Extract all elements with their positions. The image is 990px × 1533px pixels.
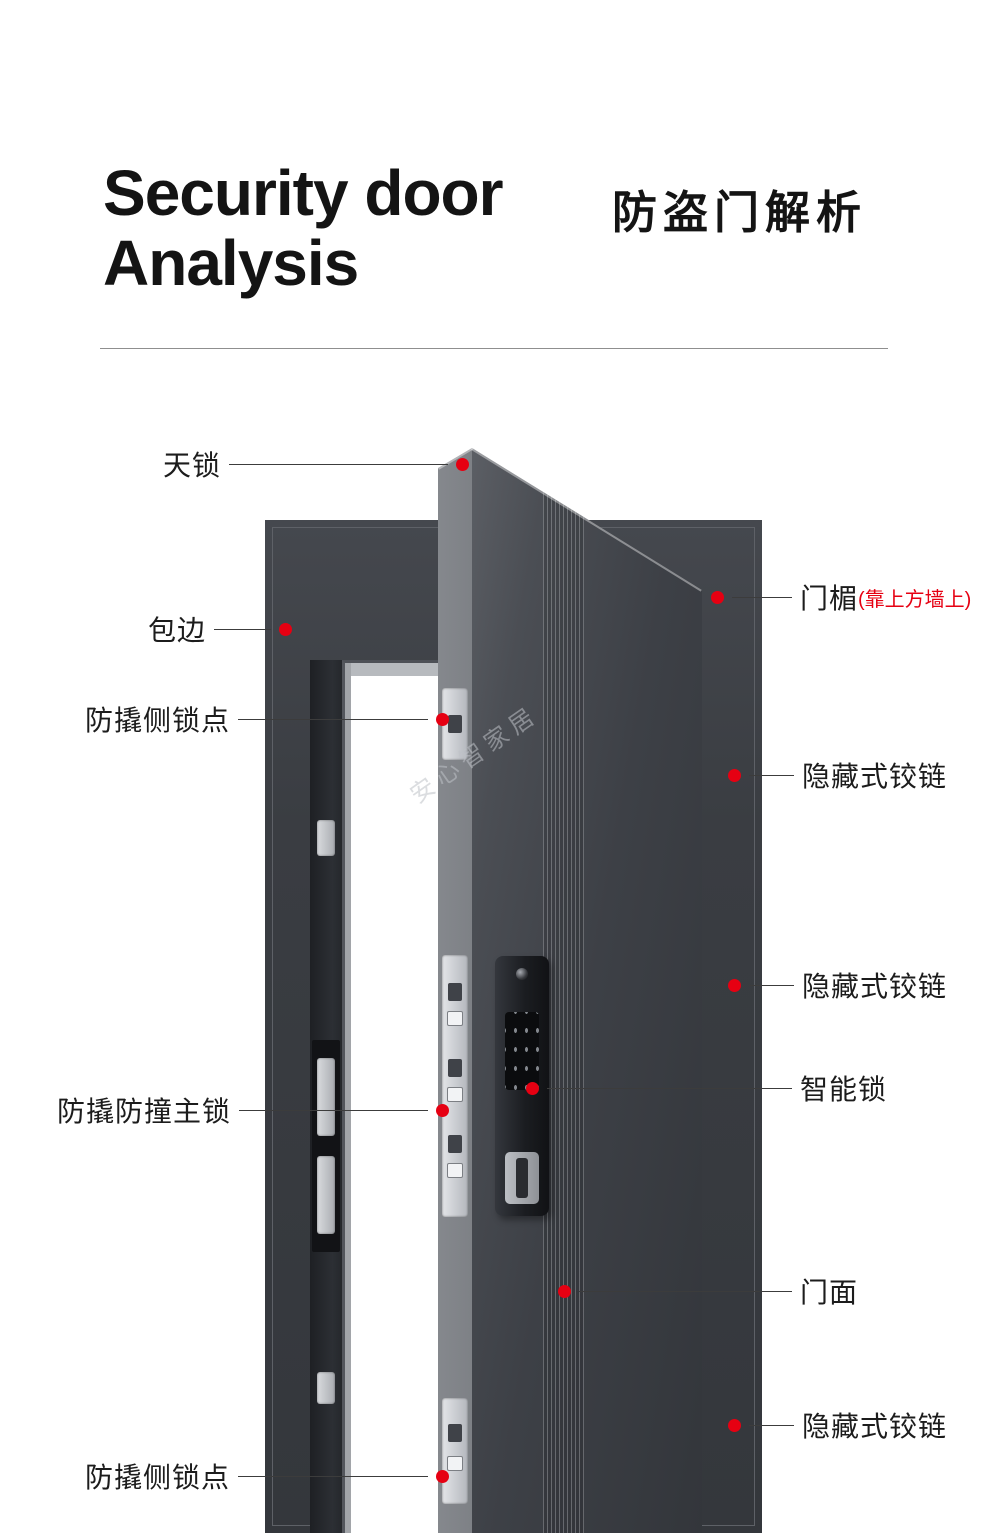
callout-dot (558, 1284, 571, 1298)
main-lock-bolt-1 (447, 1011, 463, 1026)
door-frame-left-jamb (310, 660, 342, 1533)
callout-edge-wrap-label: 包边 (148, 615, 207, 646)
callout-line (238, 1475, 428, 1477)
callout-dot (526, 1081, 539, 1095)
callout-line (214, 628, 271, 630)
callout-line (239, 1109, 428, 1111)
side-lock-bolt-bottom (447, 1456, 463, 1471)
smart-lock-camera-icon (516, 968, 528, 980)
side-lock-bolt-slot (448, 715, 462, 733)
title-divider (100, 348, 888, 349)
page-title-zh: 防盗门解析 (612, 187, 868, 238)
callout-dot (728, 1418, 741, 1432)
callout-smart-lock-label: 智能锁 (800, 1074, 888, 1105)
callout-line (749, 774, 794, 776)
callout-hinge-1: 隐藏式铰链 (728, 757, 947, 793)
callout-side-lock-top-label: 防撬侧锁点 (85, 705, 231, 736)
callout-door-face: 门面 (558, 1273, 858, 1309)
smart-lock-handle-grip (516, 1158, 528, 1198)
page-title-line-2: Analysis (103, 227, 359, 300)
callout-dot (436, 1469, 449, 1483)
callout-dot (436, 1103, 449, 1117)
callout-hinge-1-label: 隐藏式铰链 (802, 761, 948, 792)
callout-lintel: 门楣 (靠上方墙上) (711, 579, 971, 615)
callout-smart-lock: 智能锁 (526, 1070, 887, 1106)
door-face (472, 448, 702, 1533)
callout-lintel-note: (靠上方墙上) (858, 588, 972, 611)
callout-dot (279, 622, 292, 636)
callout-line (547, 1087, 792, 1089)
strike-plate-top (317, 820, 335, 856)
smart-lock (495, 956, 549, 1216)
callout-hinge-3: 隐藏式铰链 (728, 1407, 947, 1443)
main-lock-bolt-2 (447, 1087, 463, 1102)
callout-main-lock-label: 防撬防撞主锁 (57, 1096, 232, 1127)
callout-side-lock-bottom-label: 防撬侧锁点 (85, 1462, 231, 1493)
smart-lock-handle (505, 1152, 539, 1204)
callout-top-lock-label: 天锁 (163, 450, 222, 481)
callout-side-lock-bottom: 防撬侧锁点 (85, 1458, 449, 1494)
callout-line (229, 463, 448, 465)
side-lock-bolt-slot-bottom (448, 1424, 462, 1442)
page-title-line-1: Security door (103, 157, 504, 229)
main-lock-keep-box (312, 1040, 340, 1252)
callout-line (579, 1290, 792, 1292)
door-face-ridges (543, 448, 584, 1533)
main-lock-slot-2 (448, 1059, 462, 1077)
page-title: Security door Analysis (103, 157, 504, 300)
callout-dot (711, 590, 724, 604)
frame-left-reveal (345, 663, 351, 1533)
side-lock-faceplate-bottom (442, 1398, 468, 1504)
callout-line (749, 1424, 794, 1426)
callout-door-face-label: 门面 (800, 1277, 859, 1308)
callout-line (749, 984, 794, 986)
callout-hinge-2-label: 隐藏式铰链 (802, 971, 948, 1002)
callout-line (732, 596, 792, 598)
main-lock-slot-3 (448, 1135, 462, 1153)
callout-top-lock: 天锁 (163, 446, 469, 482)
callout-dot (456, 457, 469, 471)
callout-side-lock-top: 防撬侧锁点 (85, 701, 449, 737)
callout-dot (728, 978, 741, 992)
door-lock-edge (438, 448, 472, 1533)
door-leaf (438, 440, 702, 1533)
strike-plate-main-lower (317, 1156, 335, 1234)
callout-edge-wrap: 包边 (148, 611, 292, 647)
callout-hinge-2: 隐藏式铰链 (728, 967, 947, 1003)
callout-dot (728, 768, 741, 782)
strike-plate-main-upper (317, 1058, 335, 1136)
callout-main-lock: 防撬防撞主锁 (57, 1092, 449, 1128)
main-lock-slot-1 (448, 983, 462, 1001)
callout-dot (436, 712, 449, 726)
smart-lock-keypad (505, 1012, 539, 1090)
main-lock-bolt-3 (447, 1163, 463, 1178)
callout-lintel-label: 门楣 (800, 583, 859, 614)
main-lock-faceplate (442, 955, 468, 1217)
callout-line (238, 718, 428, 720)
callout-hinge-3-label: 隐藏式铰链 (802, 1411, 948, 1442)
strike-plate-bottom (317, 1372, 335, 1404)
